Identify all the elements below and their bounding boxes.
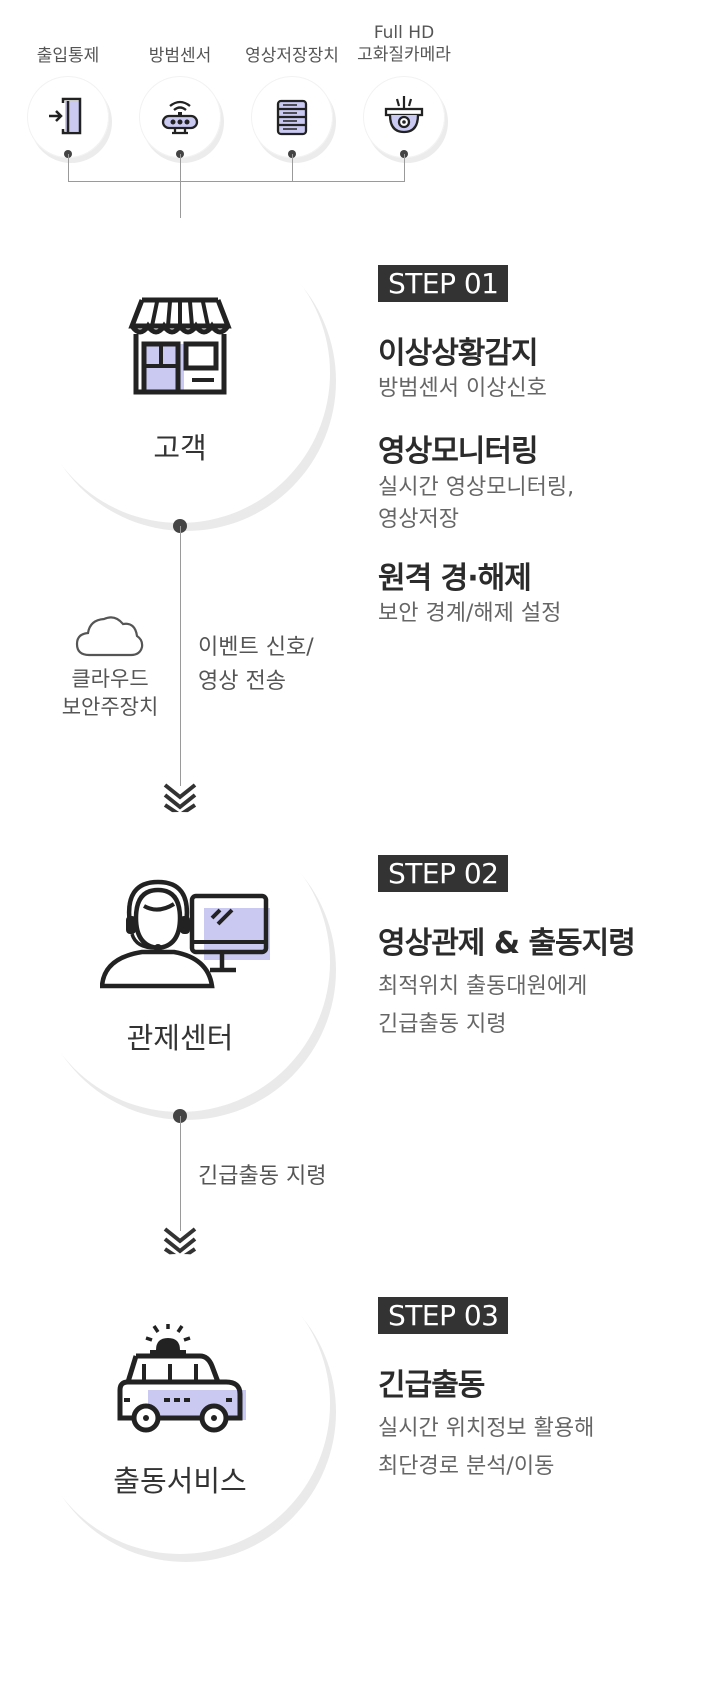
device-sensor	[139, 76, 221, 158]
cloud-icon	[75, 612, 145, 658]
step3-desc-line1: 실시간 위치정보 활용해	[378, 1416, 595, 1441]
node-label-dispatch-service: 출동서비스	[113, 1464, 247, 1498]
step1-title-1: 이상상황감지	[378, 336, 539, 371]
step3-desc: 실시간 위치정보 활용해 최단경로 분석/이동	[378, 1410, 594, 1486]
step1-desc-3: 보안 경계/해제 설정	[378, 601, 562, 626]
flow-line	[180, 526, 181, 786]
connector-line	[68, 154, 69, 182]
step1-desc-2: 실시간 영상모니터링, 영상저장	[378, 472, 574, 536]
flow-text-dispatch: 긴급출동 지령	[198, 1164, 327, 1189]
step-badge-01: STEP 01	[378, 265, 509, 302]
step-badge-03: STEP 03	[378, 1297, 509, 1334]
sensor-icon	[159, 96, 201, 138]
cloud-label-line1: 클라우드	[71, 667, 149, 691]
step2-desc-line1: 최적위치 출동대원에게	[378, 974, 588, 999]
step3-title: 긴급출동	[378, 1368, 485, 1403]
flow-text-event-line1: 이벤트 신호/	[198, 635, 314, 660]
cloud-label: 클라우드 보안주장치	[40, 665, 180, 721]
device-camera	[363, 76, 445, 158]
node-customer	[30, 223, 330, 523]
device-access	[27, 76, 109, 158]
device-label-sensor: 방범센서	[148, 46, 212, 66]
step1-title-3: 원격 경·해제	[378, 561, 532, 596]
device-label-camera: Full HD 고화질카메라	[344, 22, 464, 66]
device-label-camera-line1: Full HD	[373, 23, 435, 43]
flow-text-event-line2: 영상 전송	[198, 669, 286, 694]
device-storage	[251, 76, 333, 158]
step1-desc-2-line2: 영상저장	[378, 507, 459, 532]
flow-text-event: 이벤트 신호/ 영상 전송	[198, 631, 314, 699]
device-label-access: 출입통제	[36, 46, 100, 66]
patrol-car-icon	[114, 1324, 250, 1434]
node-label-control-center: 관제센터	[126, 1021, 234, 1055]
cloud-label-line2: 보안주장치	[61, 695, 159, 719]
step1-desc-2-line1: 실시간 영상모니터링,	[378, 475, 575, 500]
step1-desc-1: 방범센서 이상신호	[378, 376, 547, 401]
connector-line	[68, 181, 405, 182]
connector-line	[180, 154, 181, 218]
step-badge-02: STEP 02	[378, 855, 509, 892]
device-label-storage: 영상저장장치	[245, 46, 339, 66]
node-control-center	[30, 812, 330, 1112]
node-dispatch-service	[30, 1254, 330, 1554]
connector-line	[292, 154, 293, 182]
connector-line	[404, 154, 405, 182]
operator-icon	[100, 878, 272, 990]
store-icon	[122, 286, 238, 402]
step2-desc: 최적위치 출동대원에게 긴급출동 지령	[378, 968, 587, 1044]
storage-icon	[271, 96, 313, 138]
flow-line	[180, 1116, 181, 1231]
step2-title: 영상관제 & 출동지령	[378, 926, 636, 961]
node-label-customer: 고객	[153, 431, 207, 465]
camera-icon	[383, 94, 425, 138]
step2-desc-line2: 긴급출동 지령	[378, 1012, 507, 1037]
device-label-camera-line2: 고화질카메라	[357, 45, 451, 65]
step1-title-2: 영상모니터링	[378, 434, 539, 469]
step3-desc-line2: 최단경로 분석/이동	[378, 1454, 555, 1479]
door-icon	[47, 96, 89, 138]
